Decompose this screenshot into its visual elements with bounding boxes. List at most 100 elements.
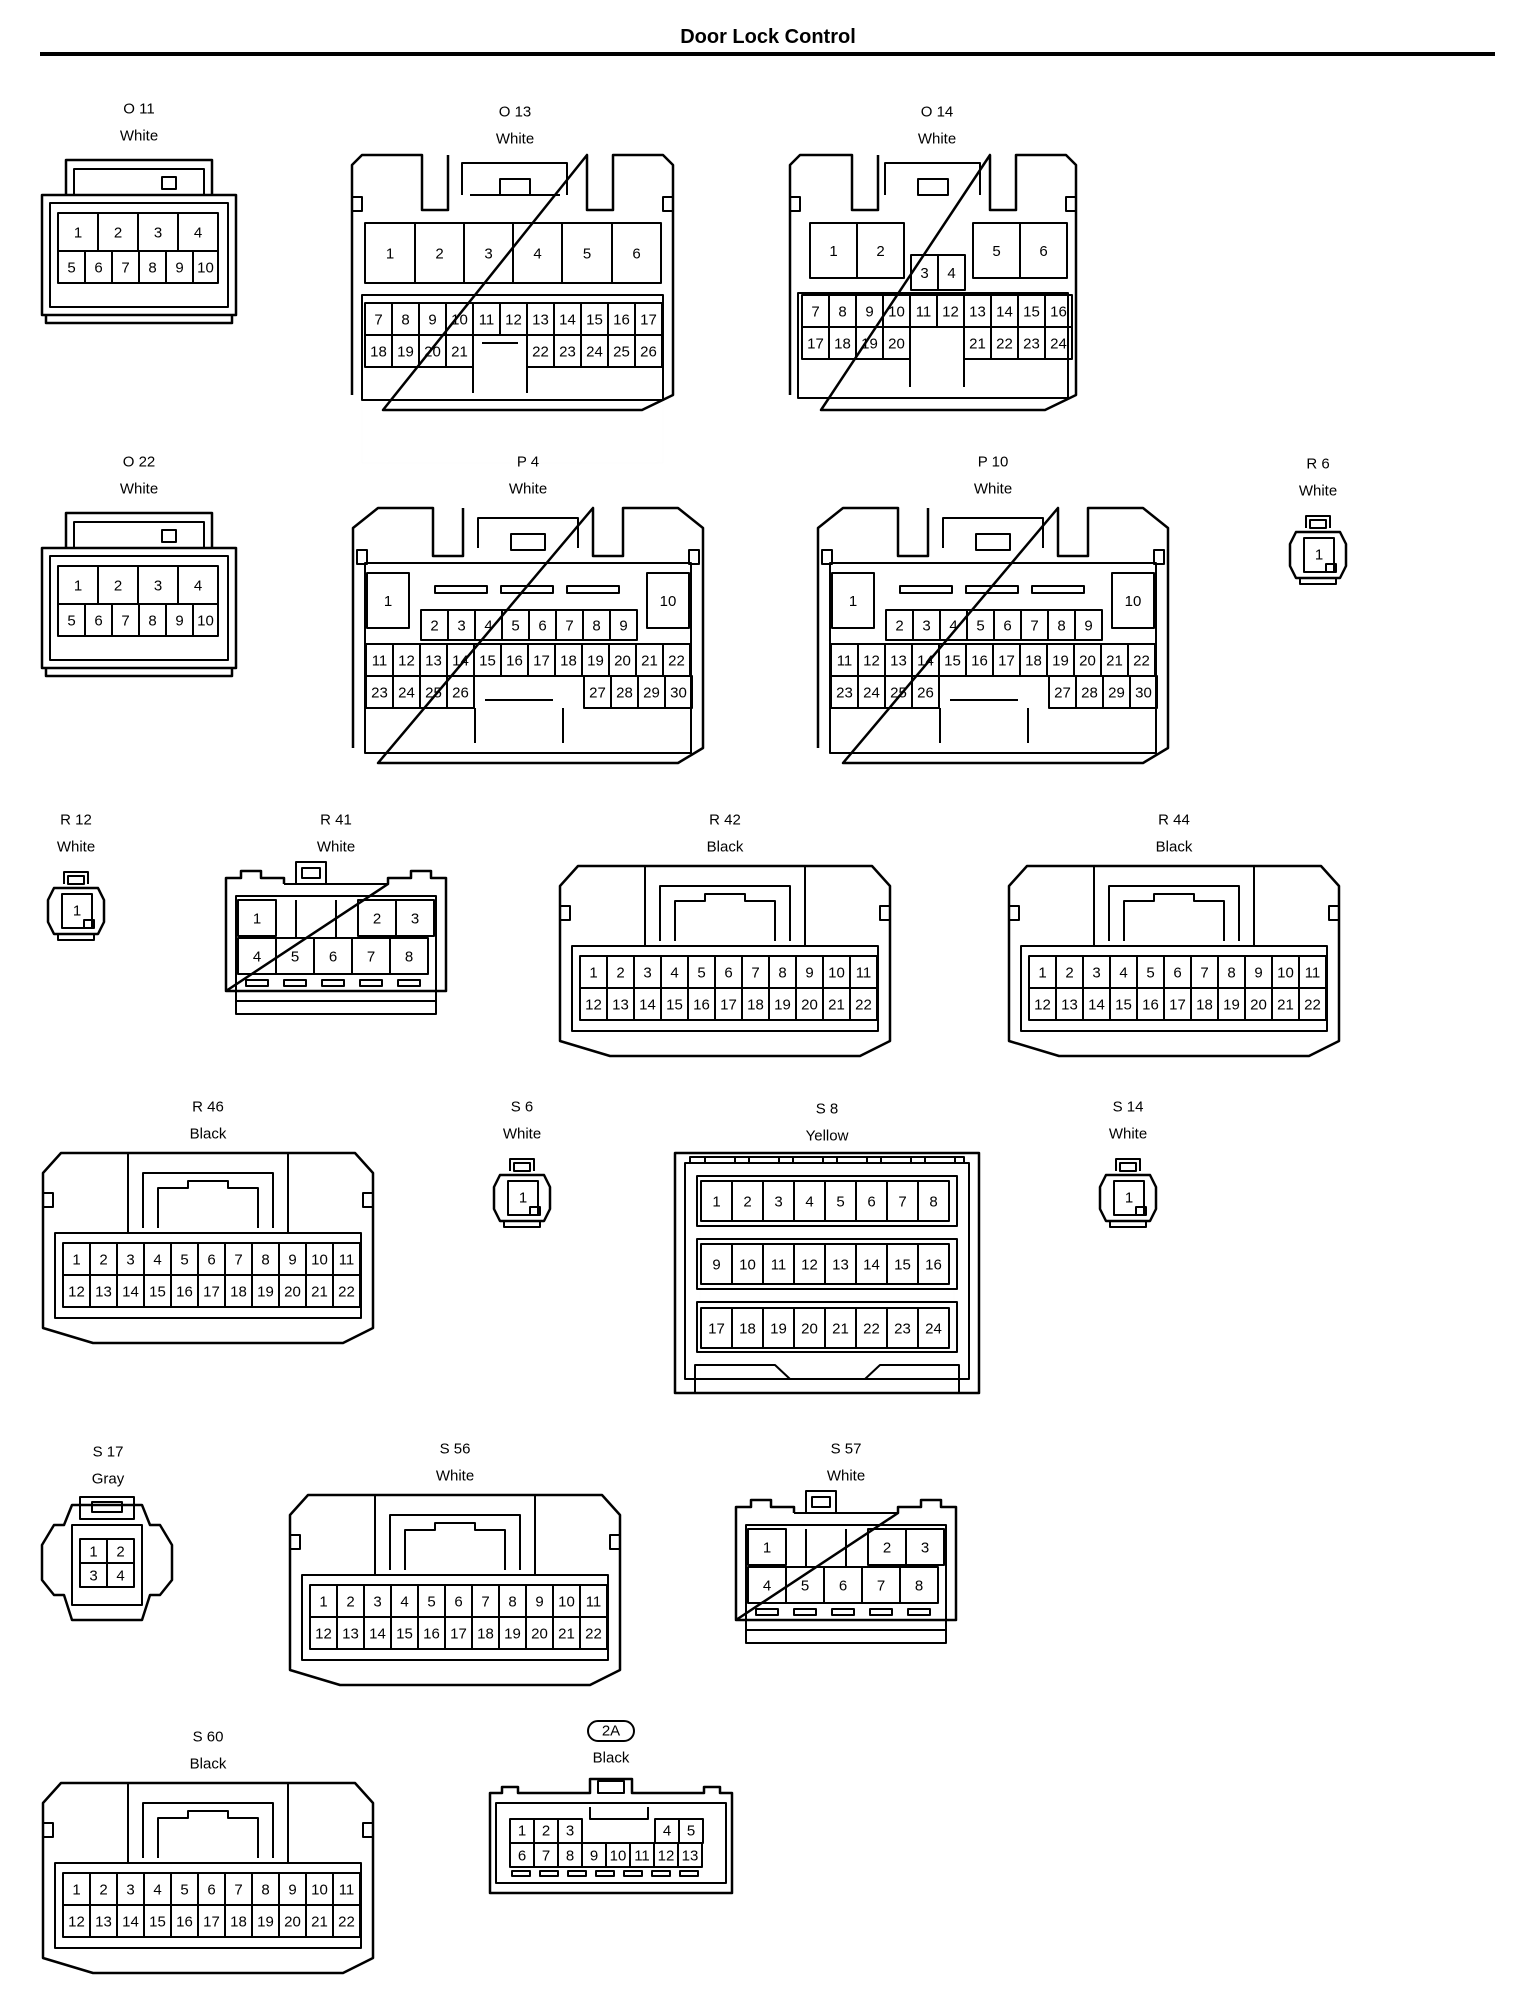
pin-cell: 12 — [863, 653, 880, 670]
pin-cell: 9 — [288, 1252, 296, 1269]
pin-cell: 7 — [565, 618, 573, 635]
pin-cell: 1 — [1038, 965, 1046, 982]
connector-id: S 56 — [440, 1441, 471, 1458]
pin-cell: 4 — [1119, 965, 1127, 982]
pin-cell: 21 — [1277, 997, 1294, 1014]
pin-cell: 19 — [1052, 653, 1069, 670]
pin-cell: 13 — [342, 1626, 359, 1643]
pin-cell: 22 — [668, 653, 685, 670]
pin-cell: 1 — [1315, 547, 1323, 564]
pin-cell: 1 — [518, 1823, 526, 1840]
pin-cell: 3 — [643, 965, 651, 982]
pin-cell: 17 — [450, 1626, 467, 1643]
pin-cell: 3 — [126, 1252, 134, 1269]
pin-cell: 25 — [890, 685, 907, 702]
pin-cell: 10 — [311, 1882, 328, 1899]
pin-cell: 29 — [1108, 685, 1125, 702]
pin-cell: 20 — [614, 653, 631, 670]
pin-cell: 18 — [230, 1914, 247, 1931]
pin-cell: 3 — [566, 1823, 574, 1840]
pin-cell: 20 — [424, 344, 441, 361]
connector-color: White — [503, 1126, 541, 1143]
pin-cell: 8 — [778, 965, 786, 982]
pin-cell: 5 — [1146, 965, 1154, 982]
pin-cell: 19 — [257, 1914, 274, 1931]
pin-cell: 26 — [640, 344, 657, 361]
pin-cell: 13 — [832, 1257, 849, 1274]
pin-cell: 4 — [949, 618, 957, 635]
pin-cell: 2 — [99, 1252, 107, 1269]
connector-id: S 17 — [93, 1444, 124, 1461]
pin-cell: 18 — [834, 336, 851, 353]
connector-color: Black — [190, 1126, 227, 1143]
pin-cell: 1 — [89, 1544, 97, 1561]
pin-cell: 5 — [697, 965, 705, 982]
pin-cell: 13 — [532, 312, 549, 329]
pin-cell: 1 — [849, 593, 857, 610]
pin-cell: 10 — [1277, 965, 1294, 982]
pin-cell: 2 — [743, 1194, 751, 1211]
pin-cell: 18 — [739, 1321, 756, 1338]
pin-cell: 22 — [863, 1321, 880, 1338]
pin-cell: 10 — [610, 1848, 627, 1865]
pin-cell: 18 — [560, 653, 577, 670]
pin-cell: 19 — [774, 997, 791, 1014]
pin-cell: 3 — [154, 225, 162, 242]
pin-cell: 3 — [921, 1540, 929, 1557]
pin-cell: 5 — [67, 260, 75, 277]
connector-id: S 57 — [831, 1441, 862, 1458]
connector-id: R 46 — [192, 1099, 224, 1116]
pin-cell: 2 — [542, 1823, 550, 1840]
pin-cell: 7 — [1030, 618, 1038, 635]
pin-cell: 4 — [253, 949, 261, 966]
pin-cell: 1 — [519, 1190, 527, 1207]
pin-cell: 1 — [589, 965, 597, 982]
connector-id: 2A — [602, 1723, 620, 1740]
connector-color: White — [436, 1468, 474, 1485]
pin-cell: 5 — [180, 1882, 188, 1899]
pin-cell: 11 — [339, 1882, 355, 1899]
pin-cell: 1 — [73, 903, 81, 920]
connector-color: Black — [707, 839, 744, 856]
pin-cell: 1 — [74, 225, 82, 242]
pin-cell: 5 — [976, 618, 984, 635]
pin-cell: 9 — [428, 312, 436, 329]
pin-cell: 10 — [739, 1257, 756, 1274]
pin-cell: 10 — [558, 1594, 575, 1611]
pin-cell: 3 — [922, 618, 930, 635]
pin-cell: 10 — [311, 1252, 328, 1269]
pin-cell: 14 — [122, 1914, 139, 1931]
pin-cell: 8 — [405, 949, 413, 966]
pin-cell: 20 — [888, 336, 905, 353]
pin-cell: 12 — [1034, 997, 1051, 1014]
pin-cell: 1 — [319, 1594, 327, 1611]
connector-color: Black — [1156, 839, 1193, 856]
pin-cell: 1 — [829, 243, 837, 260]
pin-cell: 17 — [640, 312, 657, 329]
pin-cell: 12 — [315, 1626, 332, 1643]
pin-cell: 6 — [839, 1578, 847, 1595]
pin-cell: 30 — [1135, 685, 1152, 702]
pin-cell: 6 — [329, 949, 337, 966]
pin-cell: 7 — [367, 949, 375, 966]
pin-cell: 24 — [398, 685, 415, 702]
connector-color: White — [496, 131, 534, 148]
pin-cell: 16 — [423, 1626, 440, 1643]
page-title: Door Lock Control — [680, 26, 856, 48]
pin-cell: 22 — [338, 1284, 355, 1301]
pin-cell: 28 — [616, 685, 633, 702]
pin-cell: 12 — [68, 1914, 85, 1931]
pin-cell: 3 — [774, 1194, 782, 1211]
pin-cell: 21 — [969, 336, 986, 353]
pin-cell: 3 — [484, 246, 492, 263]
pin-cell: 4 — [670, 965, 678, 982]
pin-cell: 30 — [670, 685, 687, 702]
pin-cell: 1 — [72, 1252, 80, 1269]
pin-cell: 17 — [533, 653, 550, 670]
pin-cell: 2 — [114, 225, 122, 242]
connector-id: P 10 — [978, 454, 1009, 471]
